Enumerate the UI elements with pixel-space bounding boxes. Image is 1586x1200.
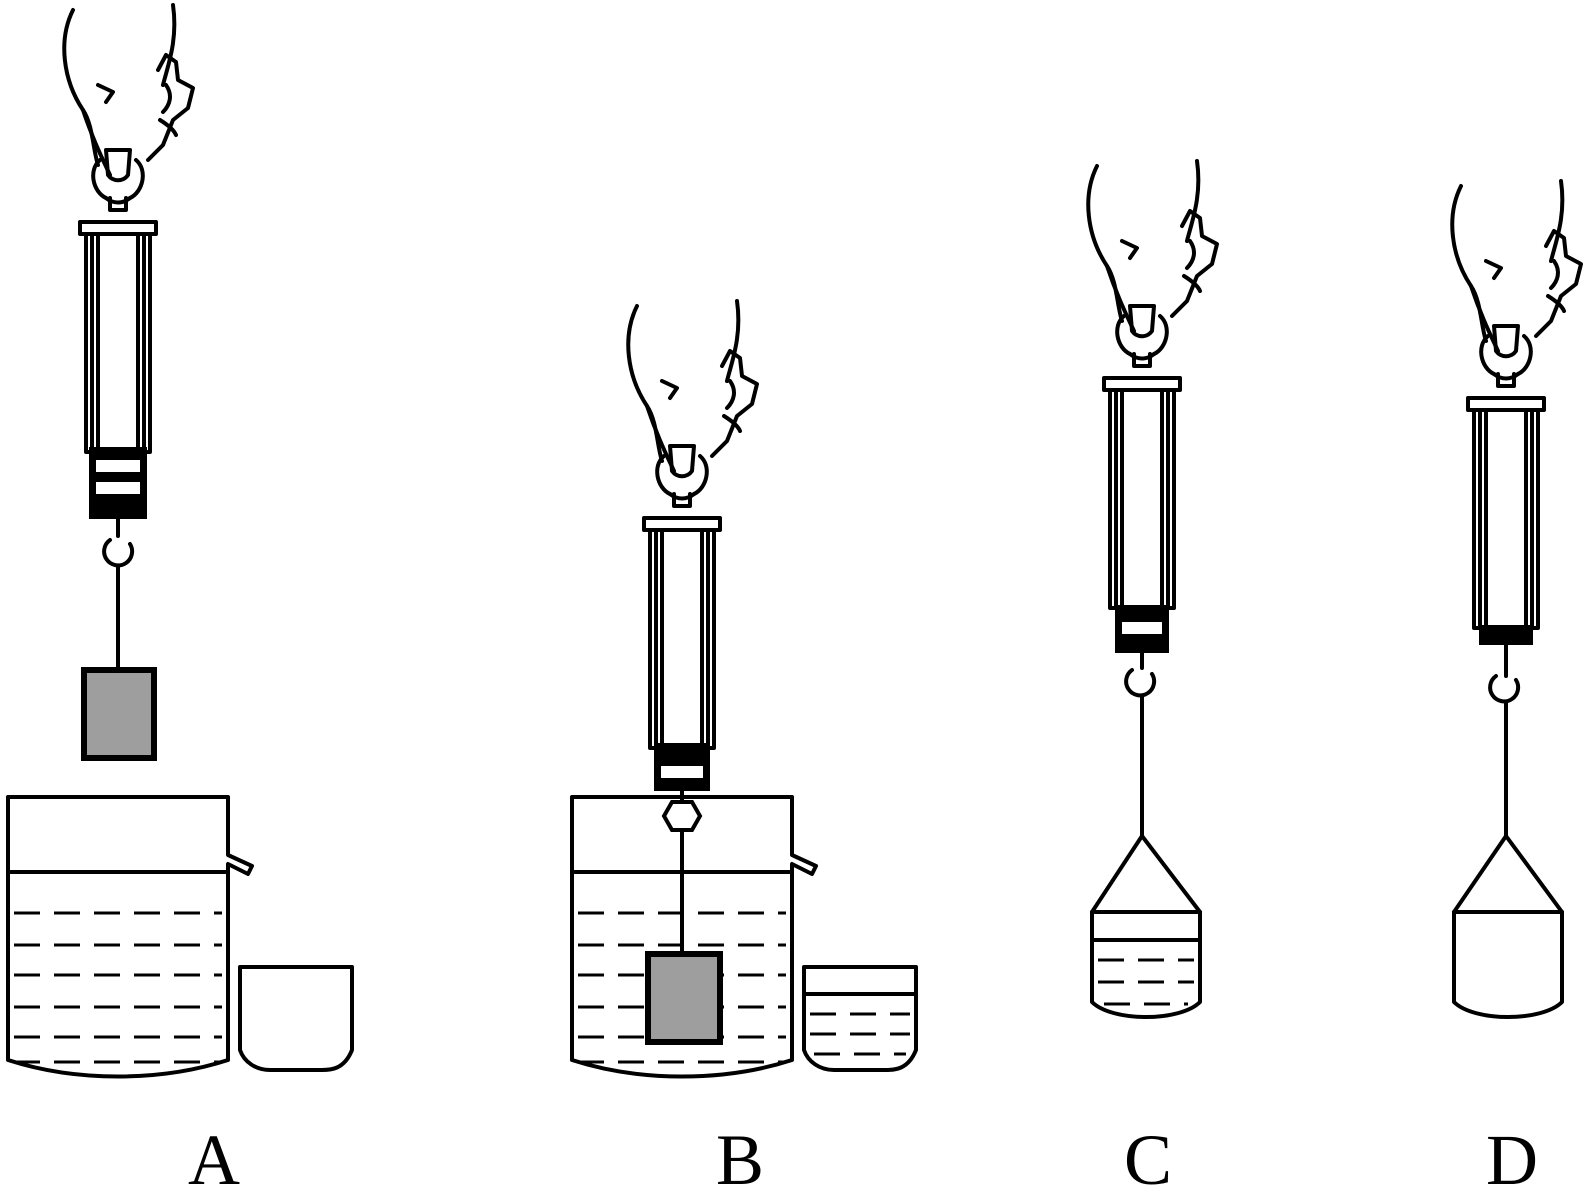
bucket-icon — [1452, 834, 1564, 1019]
spring-scale-icon — [1466, 396, 1546, 838]
bucket-icon — [1090, 834, 1202, 1019]
panel-label-b: B — [715, 1120, 765, 1200]
overflow-can-icon — [6, 795, 254, 1079]
spring-scale-icon — [642, 516, 722, 954]
panel-b — [570, 299, 918, 1079]
block-icon — [81, 667, 157, 761]
panel-label-a: A — [188, 1120, 240, 1200]
panel-d — [1450, 179, 1583, 1019]
panel-a — [6, 3, 354, 1079]
block-icon — [645, 951, 723, 1045]
catch-beaker-icon — [238, 965, 354, 1072]
spring-scale-icon — [1102, 376, 1182, 838]
hand-icon — [62, 3, 195, 212]
panel-c — [1086, 159, 1219, 1019]
spring-scale-icon — [78, 220, 158, 670]
panel-label-d: D — [1486, 1120, 1538, 1200]
hand-icon — [1086, 159, 1219, 368]
hand-icon — [626, 299, 759, 508]
catch-beaker-icon — [802, 965, 918, 1072]
hand-icon — [1450, 179, 1583, 388]
panel-label-c: C — [1123, 1120, 1173, 1200]
